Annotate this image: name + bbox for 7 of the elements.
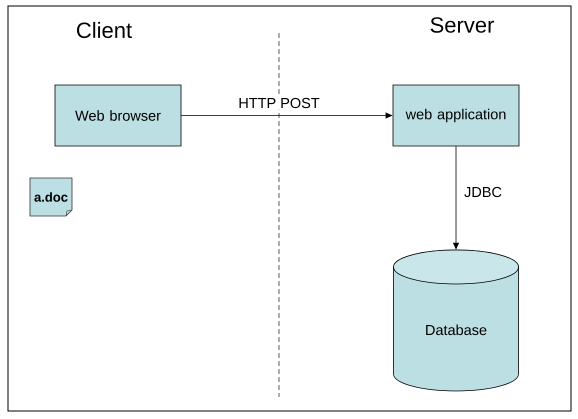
edge-label: JDBC — [462, 185, 504, 199]
database-cylinder: Database — [393, 250, 519, 392]
heading: Client — [77, 22, 132, 38]
edge-label: HTTP POST — [236, 96, 322, 110]
process-box: Web browser — [54, 84, 182, 146]
process-box: web application — [392, 84, 520, 146]
heading: Server — [430, 17, 494, 33]
